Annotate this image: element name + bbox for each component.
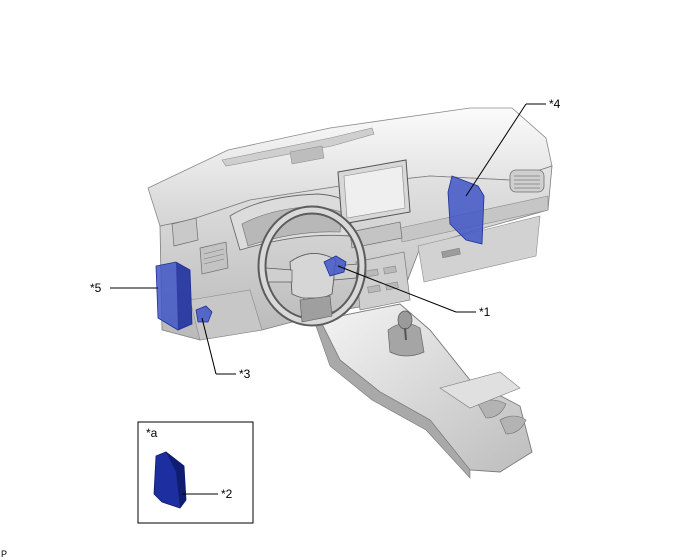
part-2-module-shade [166, 452, 186, 508]
glovebox [417, 215, 541, 283]
leader-3 [201, 317, 217, 375]
shift-knob [397, 310, 413, 330]
right-air-vent-slats [514, 175, 540, 189]
leader-lines [110, 103, 546, 375]
left-outer-vent [171, 217, 199, 247]
part-3-connector [195, 305, 213, 323]
console-side [315, 319, 471, 479]
center-console [315, 303, 533, 479]
dashboard [147, 107, 553, 341]
center-display [337, 159, 411, 311]
defroster-vent [289, 145, 325, 165]
highlighted-components [155, 175, 485, 331]
callout-3: *3 [239, 367, 251, 381]
display-screen [343, 165, 406, 219]
glovebox-handle [441, 247, 461, 259]
inset-box: *a *2 [137, 421, 254, 524]
right-air-vent [509, 169, 545, 193]
armrest [439, 371, 521, 409]
cup-holder-rear [499, 415, 527, 435]
leader-1 [337, 265, 457, 313]
steering-wheel-hub [289, 253, 337, 300]
steering-wheel [257, 205, 367, 327]
part-1-switch [323, 255, 347, 277]
center-vents [349, 221, 403, 249]
knee-panel [189, 289, 263, 341]
leader-4 [465, 103, 527, 197]
part-4-module [447, 175, 485, 245]
callout-5: *5 [90, 281, 102, 295]
callout-4: *4 [549, 97, 561, 111]
defroster-strip [221, 127, 375, 167]
corner-mark: P [1, 549, 7, 559]
steering-column [299, 295, 333, 323]
inset-label: *a [146, 426, 158, 440]
callout-2: *2 [221, 487, 233, 501]
part-5-module-shade [176, 262, 192, 330]
left-inner-vent [199, 241, 229, 275]
callout-1: *1 [479, 305, 491, 319]
